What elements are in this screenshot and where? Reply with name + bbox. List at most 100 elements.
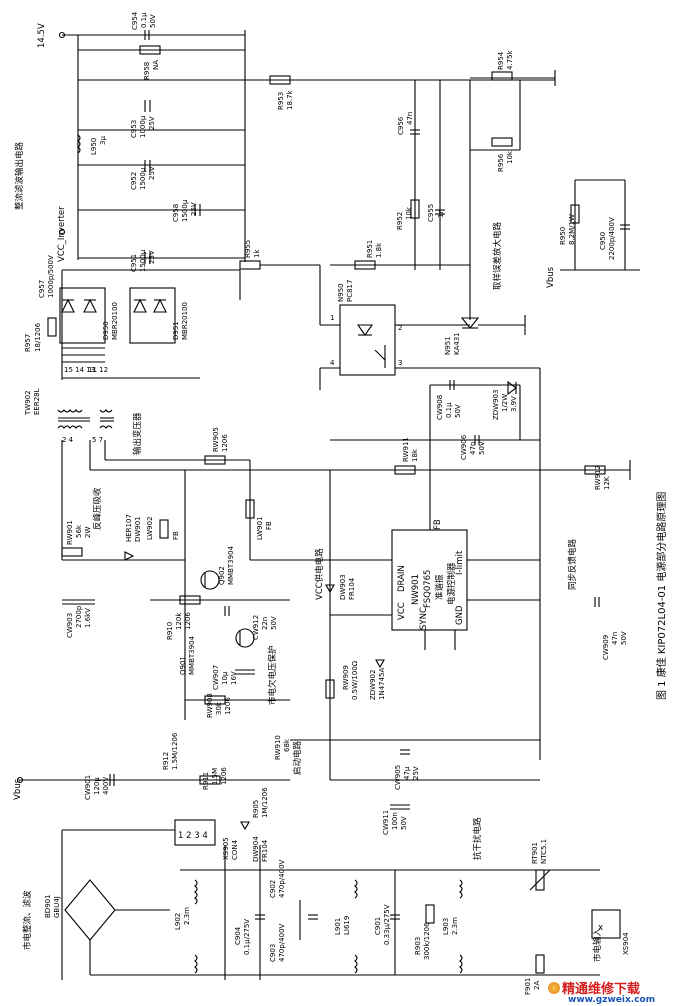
svg-text:RW910: RW910 xyxy=(274,735,282,760)
l950: L950 3μ xyxy=(77,134,107,155)
watermark-url: www.gzweix.com xyxy=(568,995,656,1005)
svg-text:RW905: RW905 xyxy=(212,427,220,452)
svg-text:LI619: LI619 xyxy=(343,916,351,935)
svg-text:RT901: RT901 xyxy=(531,842,539,864)
svg-text:D950: D950 xyxy=(102,321,110,340)
svg-text:3: 3 xyxy=(398,359,402,367)
svg-text:CON4: CON4 xyxy=(231,839,239,860)
svg-text:R951: R951 xyxy=(366,240,374,258)
svg-text:XS904: XS904 xyxy=(622,932,630,955)
svg-text:30k: 30k xyxy=(215,701,223,715)
svg-text:25V: 25V xyxy=(148,166,156,180)
svg-text:C956: C956 xyxy=(397,116,405,135)
svg-text:1.6kV: 1.6kV xyxy=(84,608,92,628)
svg-text:50V: 50V xyxy=(478,441,486,455)
svg-text:47μ: 47μ xyxy=(403,766,411,780)
svg-text:C903: C903 xyxy=(269,944,277,962)
svg-text:C952: C952 xyxy=(130,172,138,190)
svg-text:10μ: 10μ xyxy=(221,671,229,685)
svg-text:MMBT3904: MMBT3904 xyxy=(227,545,235,585)
svg-text:1500μ: 1500μ xyxy=(139,167,147,190)
c958: C958 1500μ 25V xyxy=(172,199,201,222)
svg-text:1206: 1206 xyxy=(220,767,228,785)
r958: R958 NA xyxy=(139,45,161,80)
svg-text:Q902: Q902 xyxy=(218,566,226,585)
svg-text:CW911: CW911 xyxy=(382,810,390,835)
output-rails: 14.5V VCC_Inverter xyxy=(37,23,555,262)
svg-text:R955: R955 xyxy=(244,240,252,258)
svg-text:Vbus: Vbus xyxy=(546,266,556,288)
error-amp: R954 4.75k R956 10k C956 47n R952 10k C9… xyxy=(330,49,556,320)
svg-text:输出变压器: 输出变压器 xyxy=(132,412,143,455)
svg-text:DRAIN: DRAIN xyxy=(397,565,407,592)
svg-text:1k: 1k xyxy=(253,249,261,258)
svg-text:CW906: CW906 xyxy=(460,434,468,460)
svg-text:0.5W/100Ω: 0.5W/100Ω xyxy=(351,660,359,700)
svg-text:0.1μ/275V: 0.1μ/275V xyxy=(243,919,251,955)
svg-text:RW911: RW911 xyxy=(402,437,410,462)
svg-text:VCC供电电路: VCC供电电路 xyxy=(314,548,325,600)
svg-text:11 12: 11 12 xyxy=(88,366,108,374)
svg-text:12K: 12K xyxy=(603,476,611,490)
svg-text:0.1μ: 0.1μ xyxy=(140,12,148,28)
svg-text:CW901: CW901 xyxy=(84,775,92,800)
n951-ka431: N951 KA431 xyxy=(444,315,526,355)
svg-text:470p/400V: 470p/400V xyxy=(278,859,286,898)
svg-text:R911: R911 xyxy=(202,772,210,790)
svg-text:FSQ0765: FSQ0765 xyxy=(423,570,433,608)
svg-text:L950: L950 xyxy=(90,138,98,155)
svg-text:1500μ: 1500μ xyxy=(139,249,147,272)
svg-text:47n: 47n xyxy=(611,632,619,645)
n950-optocoupler: N950 PC817 23 14 xyxy=(260,264,540,390)
svg-text:5 7: 5 7 xyxy=(92,436,103,444)
svg-text:L901: L901 xyxy=(334,918,342,935)
svg-text:300k/1206: 300k/1206 xyxy=(423,922,431,960)
svg-text:14.5V: 14.5V xyxy=(37,23,47,48)
svg-text:1500μ: 1500μ xyxy=(181,199,189,222)
svg-text:C901: C901 xyxy=(374,917,382,935)
svg-text:1N4745A: 1N4745A xyxy=(378,667,386,700)
svg-text:FB: FB xyxy=(265,521,273,530)
svg-text:FB: FB xyxy=(172,531,180,540)
svg-text:R958: R958 xyxy=(143,62,151,80)
svg-text:KA431: KA431 xyxy=(453,332,461,355)
rw905: RW905 1206 xyxy=(204,427,229,465)
svg-text:2200p/400V: 2200p/400V xyxy=(608,217,616,260)
svg-text:R952: R952 xyxy=(396,212,404,230)
svg-text:LW901: LW901 xyxy=(256,516,264,540)
emi-filter: L902 2.3m C904 0.1μ/275V C902 470p/400V … xyxy=(174,817,600,980)
svg-text:TW902: TW902 xyxy=(24,390,32,416)
svg-text:2W: 2W xyxy=(84,527,92,538)
svg-text:1M/1206: 1M/1206 xyxy=(261,787,269,818)
svg-text:CW912: CW912 xyxy=(252,615,260,640)
svg-text:18.7k: 18.7k xyxy=(286,89,294,110)
svg-text:0.33μ/275V: 0.33μ/275V xyxy=(383,904,391,945)
svg-text:R905: R905 xyxy=(252,800,260,818)
watermark-logo-icon xyxy=(548,982,560,994)
svg-text:市电输入: 市电输入 xyxy=(592,927,603,962)
svg-text:3μ: 3μ xyxy=(99,136,107,145)
svg-text:2A: 2A xyxy=(533,981,541,990)
svg-text:CW905: CW905 xyxy=(394,765,402,790)
svg-text:50V: 50V xyxy=(454,404,462,418)
flyback-absorb: RW901 56k 2W HER107 DW901 反峰压吸收 LW902 FB… xyxy=(61,470,186,720)
svg-text:RW901: RW901 xyxy=(66,520,74,545)
c951: C951 1500μ 25V xyxy=(130,249,156,272)
svg-text:EER28L: EER28L xyxy=(33,388,41,415)
svg-text:C958: C958 xyxy=(172,204,180,222)
svg-text:x: x xyxy=(598,923,603,933)
svg-text:1206: 1206 xyxy=(224,697,232,715)
svg-text:4.75k: 4.75k xyxy=(506,49,514,70)
svg-text:R950: R950 xyxy=(559,227,567,245)
start-circuit: RW909 0.5W/100Ω ZDW902 1N4745A RW910 68k… xyxy=(274,659,540,835)
svg-text:NA: NA xyxy=(152,60,160,70)
svg-text:取样误差放大电路: 取样误差放大电路 xyxy=(492,221,503,290)
svg-text:CW908: CW908 xyxy=(436,395,444,420)
svg-text:1.5M/1206: 1.5M/1206 xyxy=(171,732,179,770)
svg-text:ZDW903: ZDW903 xyxy=(492,390,500,420)
svg-text:50V: 50V xyxy=(270,616,278,630)
svg-text:10k: 10k xyxy=(405,206,413,220)
svg-text:16V: 16V xyxy=(230,671,238,685)
